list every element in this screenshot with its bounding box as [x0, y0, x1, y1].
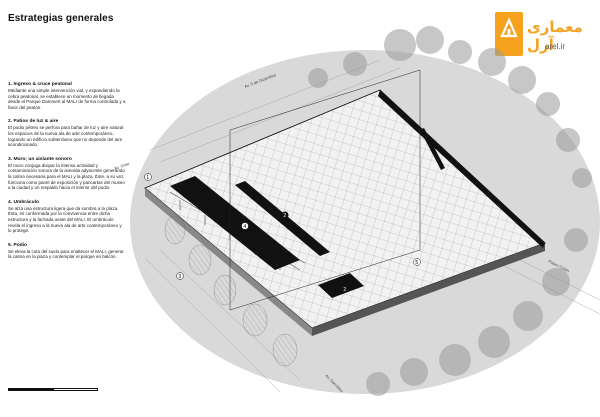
logo-url: arel.ir	[545, 42, 566, 51]
logo-badge	[495, 12, 523, 56]
scale-bar	[8, 388, 98, 391]
strategy-body: Mediante una simple intervención vial, y…	[8, 88, 126, 110]
strategy-item-umbraculo: 4. Umbráculo Se alza una estructura lige…	[8, 200, 126, 234]
svg-text:3: 3	[178, 274, 181, 280]
strategy-body: El podio pétreo se perfora para bañar de…	[8, 125, 124, 148]
mali-building-outline	[229, 69, 421, 311]
patio-void-small	[318, 273, 364, 298]
strategy-heading: 4. Umbráculo	[8, 199, 39, 205]
marker-1: 1	[144, 173, 152, 181]
strategy-body: Se eleva la cota del suelo para enaltece…	[8, 248, 124, 260]
patio-void-large	[170, 176, 300, 270]
marker-2b: 2	[341, 285, 349, 293]
patio-void-east	[420, 128, 445, 170]
strategy-item-podium: 5. Podio Se eleva la cota del suelo para…	[8, 243, 126, 260]
marker-2: 2	[281, 211, 289, 219]
podium-platform	[144, 89, 546, 336]
diagram-markers: 1 2 3 4 5 2	[144, 173, 421, 293]
svg-text:5: 5	[415, 260, 418, 266]
patio-void-long	[235, 181, 330, 256]
brand-logo[interactable]: معماری آرل arel.ir	[495, 12, 595, 56]
street-label: Av. Grau	[114, 161, 130, 171]
strategy-heading: 5. Podio	[8, 242, 28, 248]
arel-logo-icon	[500, 17, 518, 38]
svg-text:4: 4	[243, 224, 246, 230]
strategy-legend: 1. Ingreso & cruce peatonal Mediante una…	[8, 82, 126, 269]
svg-text:1: 1	[146, 175, 149, 181]
marker-5: 5	[413, 258, 421, 266]
street-trees	[164, 215, 298, 367]
svg-text:2: 2	[343, 287, 346, 293]
svg-text:2: 2	[283, 213, 286, 219]
strategy-heading: 2. Patios de luz & aire	[8, 119, 59, 125]
strategy-body: El muro conjuga disipar la intensa activ…	[8, 162, 125, 191]
marker-4: 4	[241, 222, 249, 230]
strategy-heading: 3. Muro; un aislante sonoro	[8, 156, 72, 162]
page-title: Estrategias generales	[8, 13, 114, 24]
strategy-body: Se alza una estructura ligera que da som…	[8, 205, 122, 234]
tree-canopy	[308, 26, 592, 396]
strategy-item-wall: 3. Muro; un aislante sonoro El muro conj…	[8, 157, 126, 191]
logo-persian-text: معماری آرل	[527, 18, 583, 54]
strategy-heading: 1. Ingreso & cruce peatonal	[8, 82, 72, 87]
strategy-item-entrance: 1. Ingreso & cruce peatonal Mediante una…	[8, 82, 126, 110]
marker-3: 3	[176, 272, 184, 280]
strategy-item-patios: 2. Patios de luz & aire El podio pétreo …	[8, 119, 126, 147]
